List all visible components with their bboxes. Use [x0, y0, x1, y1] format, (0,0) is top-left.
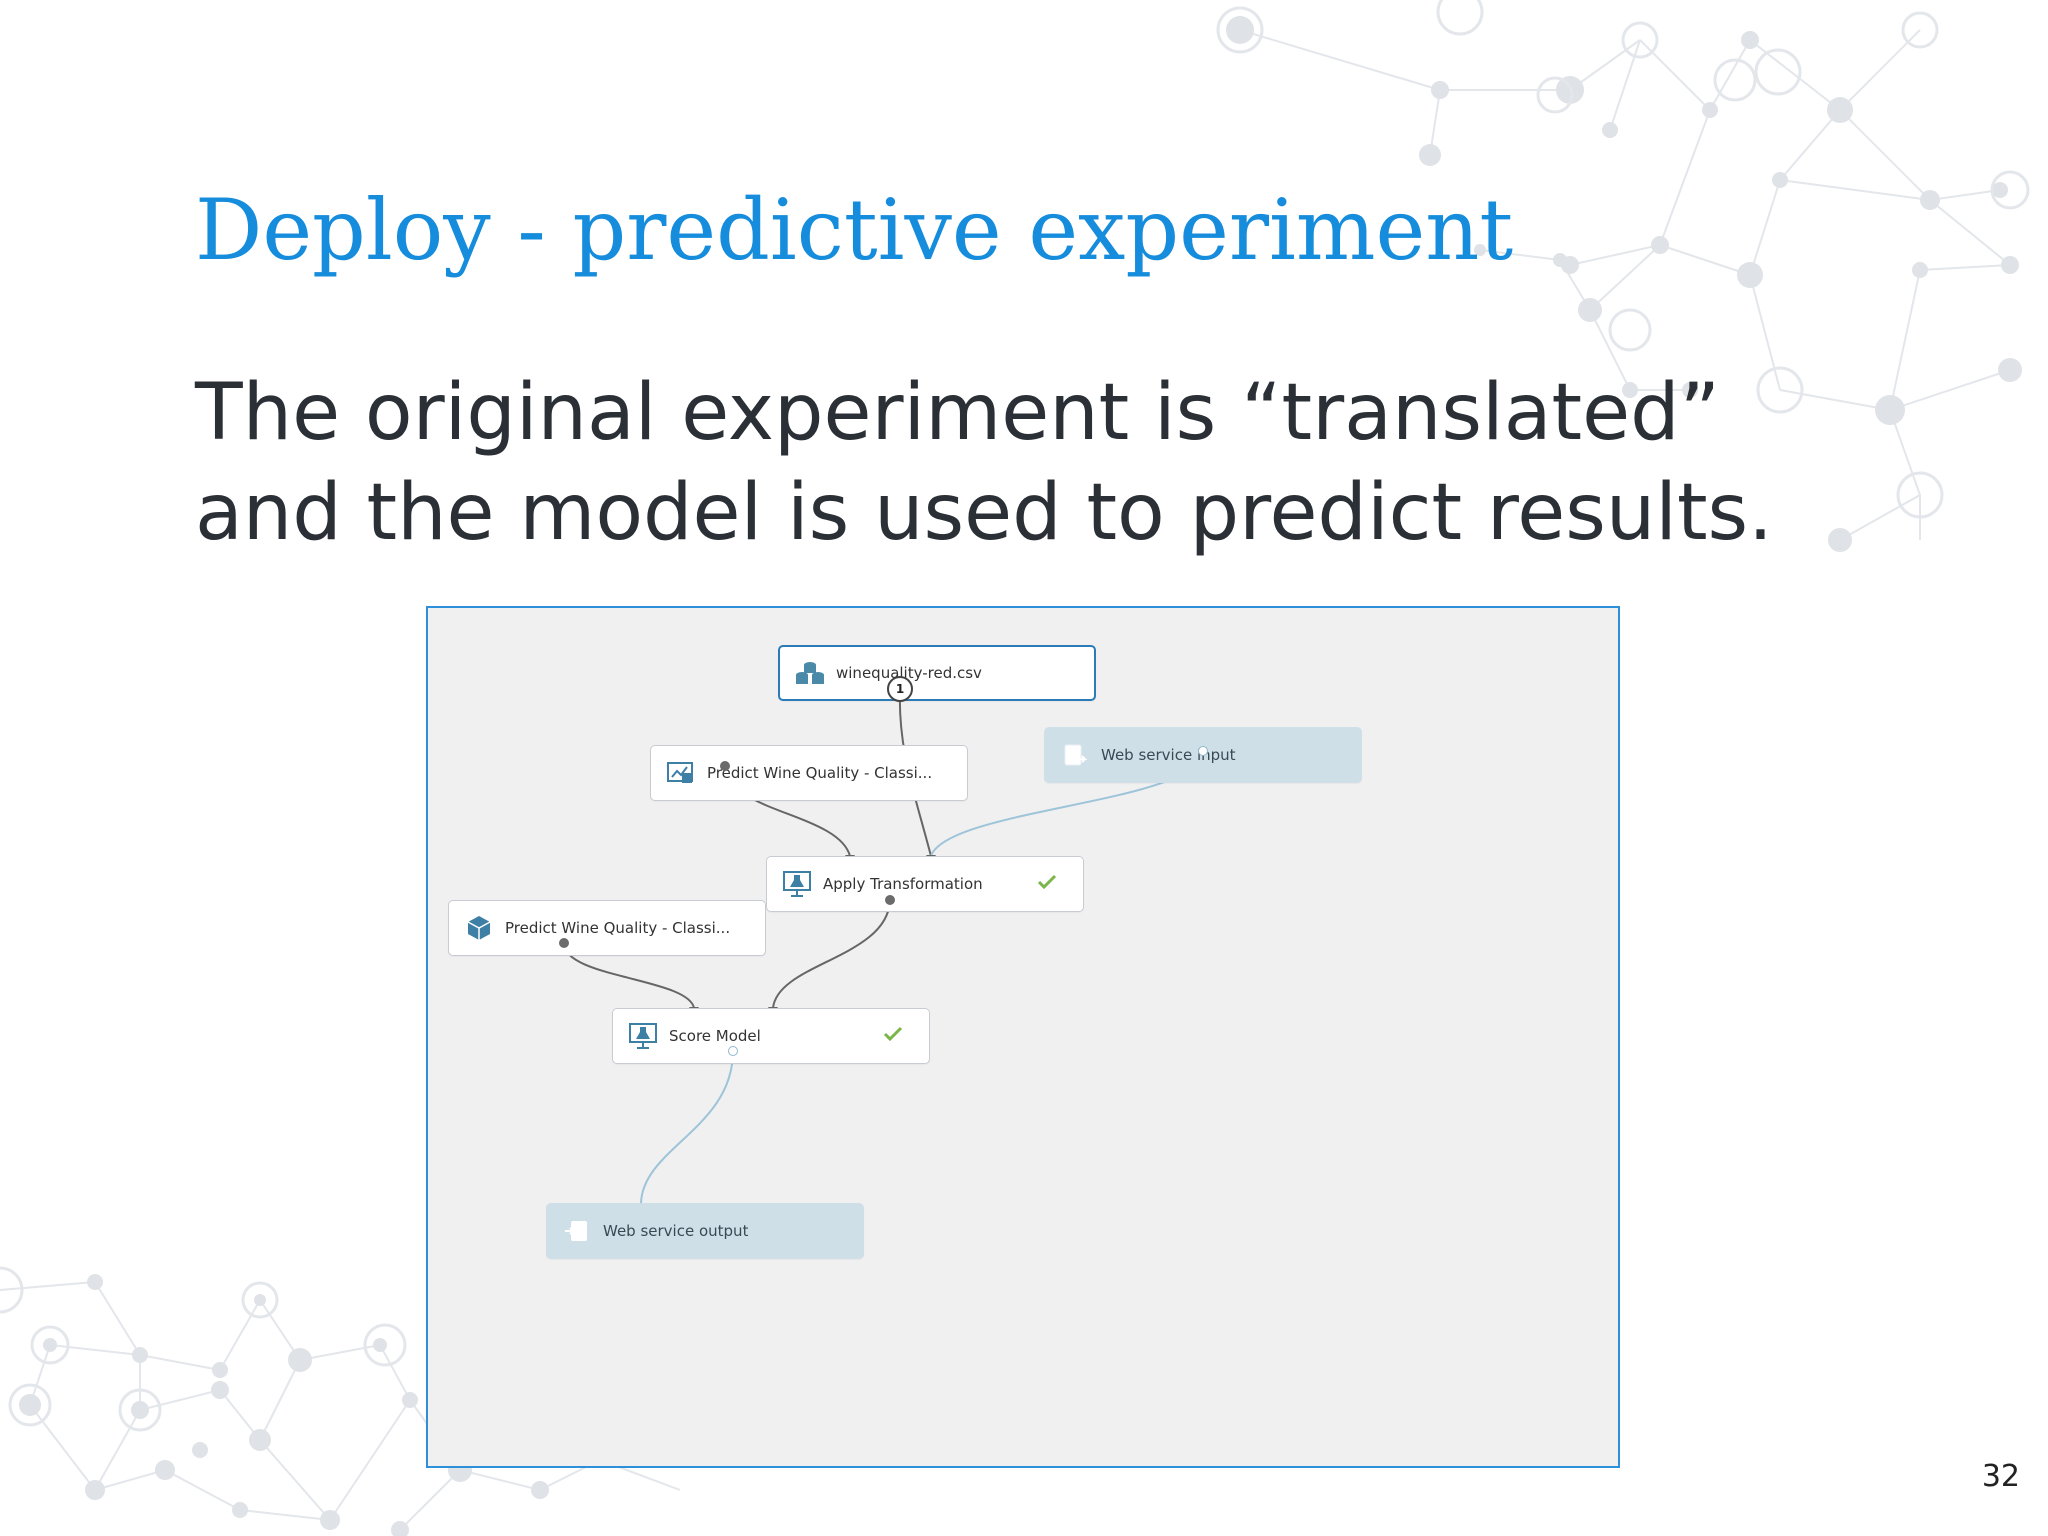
- network-decoration-top-right: [1216, 0, 2030, 552]
- output-port[interactable]: [1198, 746, 1208, 756]
- trained-model-icon: [463, 913, 495, 943]
- module-dataset-label: winequality-red.csv: [836, 664, 982, 682]
- module-transformation[interactable]: Predict Wine Quality - Classi...: [650, 745, 968, 801]
- module-trained-model-label: Predict Wine Quality - Classi...: [505, 919, 731, 937]
- transformation-icon: [665, 758, 697, 788]
- module-web-service-output[interactable]: Web service output: [546, 1203, 864, 1259]
- module-trained-model[interactable]: Predict Wine Quality - Classi...: [448, 900, 766, 956]
- web-service-input-icon: [1059, 740, 1091, 770]
- slide-body-text: The original experiment is “translated” …: [195, 368, 1773, 558]
- module-icon: [627, 1021, 659, 1051]
- connection-apply-to-score: [772, 899, 891, 1009]
- connection-score-to-webout: [640, 1050, 734, 1204]
- module-score-model-label: Score Model: [669, 1027, 761, 1045]
- check-icon: [883, 1026, 903, 1042]
- experiment-canvas[interactable]: winequality-red.csv 1 Predict Wine Quali…: [428, 608, 1618, 1466]
- module-score-model[interactable]: Score Model: [612, 1008, 930, 1064]
- slide-number: 32: [1981, 1459, 2020, 1494]
- output-port[interactable]: [885, 895, 895, 905]
- module-apply-transformation[interactable]: Apply Transformation: [766, 856, 1084, 912]
- output-port[interactable]: [720, 761, 730, 771]
- check-icon: [1037, 874, 1057, 890]
- output-port-1[interactable]: 1: [887, 676, 913, 702]
- output-port[interactable]: [559, 938, 569, 948]
- network-decoration-bottom-left: [0, 1266, 681, 1536]
- output-port[interactable]: [728, 1046, 738, 1056]
- module-dataset[interactable]: winequality-red.csv: [778, 645, 1096, 701]
- experiment-canvas-screenshot: winequality-red.csv 1 Predict Wine Quali…: [426, 606, 1620, 1468]
- module-web-service-output-label: Web service output: [603, 1222, 749, 1240]
- module-transformation-label: Predict Wine Quality - Classi...: [707, 764, 933, 782]
- module-icon: [781, 869, 813, 899]
- module-connections: [562, 688, 1204, 1204]
- web-service-output-icon: [561, 1216, 593, 1246]
- dataset-icon: [794, 658, 826, 688]
- module-web-service-input-label: Web service input: [1101, 746, 1236, 764]
- slide-title: Deploy - predictive experiment: [195, 181, 1514, 279]
- module-apply-transformation-label: Apply Transformation: [823, 875, 983, 893]
